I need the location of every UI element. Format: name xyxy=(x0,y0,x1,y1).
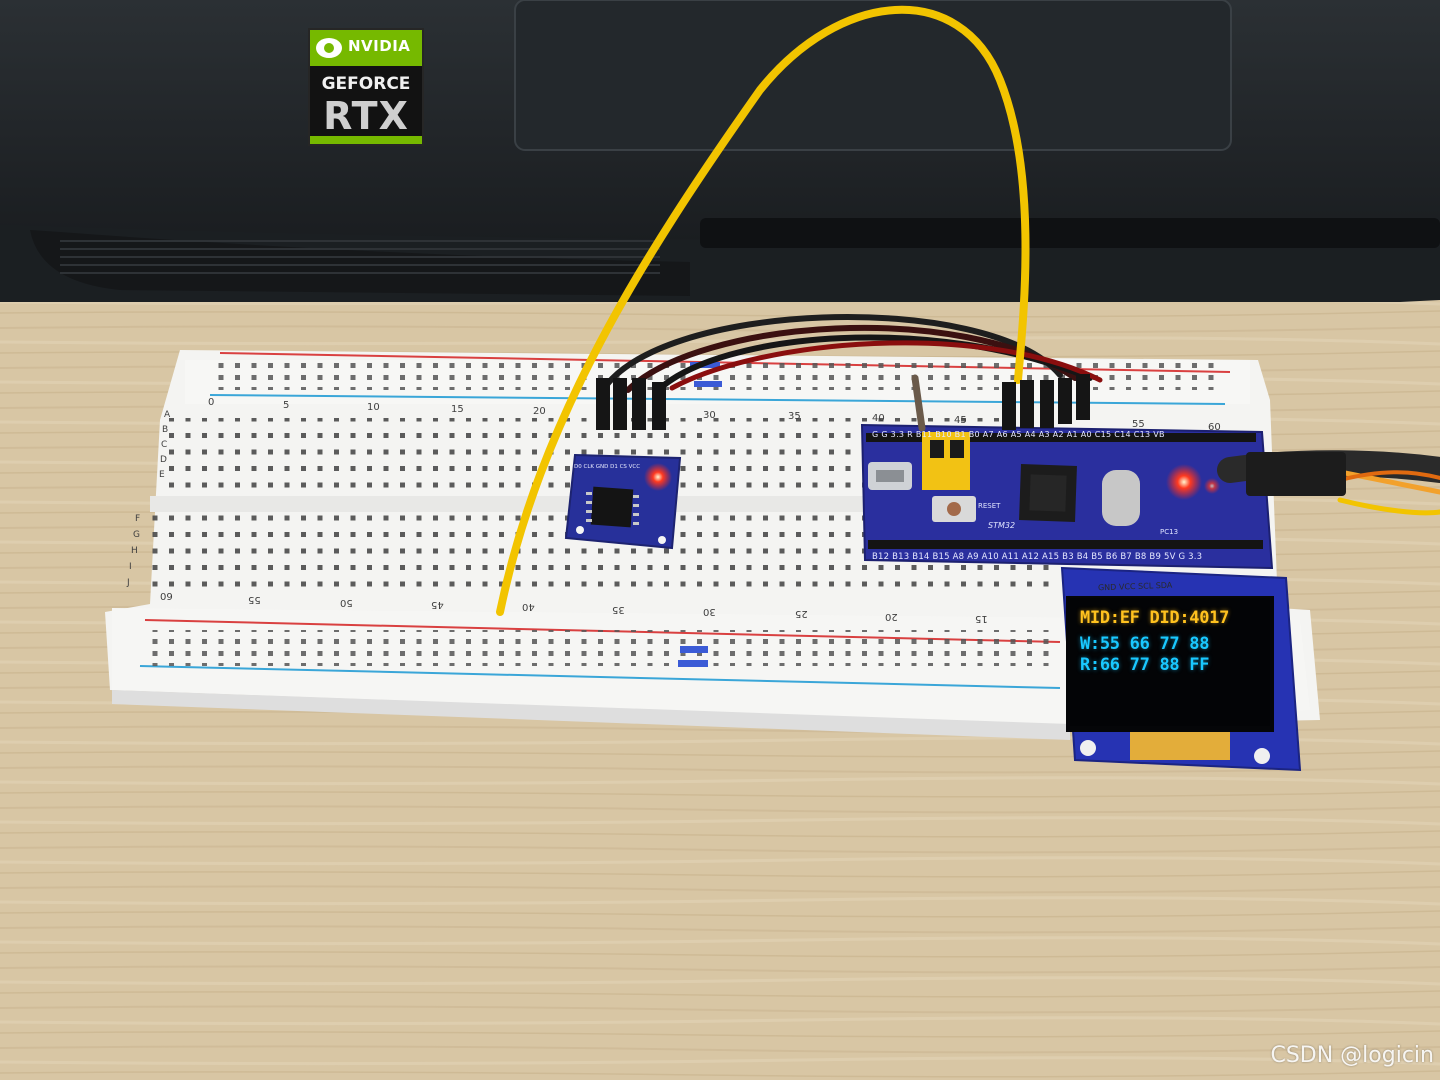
oled-line-write: W:55 66 77 88 xyxy=(1080,634,1210,654)
pc13-led-label: PC13 xyxy=(1160,528,1179,536)
spi-flash-module xyxy=(564,453,682,550)
bb-top-number: 60 xyxy=(1208,422,1221,433)
power-rail-blue-top xyxy=(209,394,1226,405)
nvidia-eye-logo-icon xyxy=(316,38,342,58)
sticker-foot-band xyxy=(310,136,422,144)
bb-row-letter: G xyxy=(133,530,140,540)
bb-bottom-number: 35 xyxy=(612,604,625,615)
nvidia-geforce-rtx-sticker: NVIDIA GEFORCE RTX xyxy=(308,28,424,146)
bb-row-letter: C xyxy=(161,440,168,450)
sticker-brand-text: NVIDIA xyxy=(348,37,411,55)
bb-row-letter: D xyxy=(160,455,167,465)
bb-top-number: 35 xyxy=(788,411,801,422)
bb-bottom-number: 40 xyxy=(522,601,535,612)
sticker-series-text: GEFORCE xyxy=(321,74,411,94)
bb-top-number: 55 xyxy=(1132,419,1145,430)
stm32-board-label: STM32 xyxy=(988,521,1016,530)
oled-line-read: R:66 77 88 FF xyxy=(1080,655,1210,675)
bb-bottom-number: 25 xyxy=(795,608,808,619)
bb-row-letter: B xyxy=(162,425,169,435)
bb-bottom-number: 20 xyxy=(885,611,898,622)
crystal-oscillator xyxy=(1102,470,1140,526)
bb-row-letter: F xyxy=(135,514,141,524)
bb-top-number: 5 xyxy=(283,400,290,411)
bb-row-letter: J xyxy=(127,578,130,588)
power-rail-blue-bottom xyxy=(139,665,1061,689)
stm32-bottom-pin-labels: B12 B13 B14 B15 A8 A9 A10 A11 A12 A15 B3… xyxy=(872,552,1203,562)
bb-bottom-number: 55 xyxy=(248,594,261,605)
bb-top-number: 10 xyxy=(367,402,380,413)
bb-bottom-number: 60 xyxy=(160,590,173,601)
bb-bottom-number: 50 xyxy=(340,597,353,608)
power-led-icon xyxy=(644,463,672,491)
bb-top-number: 30 xyxy=(703,410,716,421)
yellow-jumper-wire xyxy=(496,5,1030,616)
pc13-led-icon xyxy=(1166,464,1202,500)
bb-top-number: 15 xyxy=(451,404,464,415)
wire-connectors xyxy=(596,374,1346,496)
flash-module-pin-labels: D0 CLK GND D1 CS VCC xyxy=(574,464,641,470)
bb-bottom-number: 45 xyxy=(431,599,444,610)
bb-bottom-number: 30 xyxy=(703,606,716,617)
bb-bottom-number: 15 xyxy=(975,613,988,624)
oled-screen: MID:EF DID:4017 W:55 66 77 88 R:66 77 88… xyxy=(1070,598,1270,726)
bb-top-number: 45 xyxy=(954,415,967,426)
csdn-watermark: CSDN @logicin xyxy=(1270,1043,1434,1068)
bb-top-number: 0 xyxy=(208,397,215,408)
stm32-blue-pill-board xyxy=(860,423,1274,570)
bb-row-letter: H xyxy=(131,546,138,556)
bb-top-number: 20 xyxy=(533,406,546,417)
stm32-top-pin-labels: G G 3.3 R B11 B10 B1 B0 A7 A6 A5 A4 A3 A… xyxy=(872,430,1165,439)
bb-row-letter: A xyxy=(164,410,171,420)
sticker-model-text: RTX xyxy=(323,94,409,138)
bb-row-letter: I xyxy=(129,562,132,572)
oled-line-id: MID:EF DID:4017 xyxy=(1080,608,1230,628)
bb-top-number: 40 xyxy=(872,413,885,424)
reset-label: RESET xyxy=(978,502,1001,510)
bb-row-letter: E xyxy=(159,470,165,480)
